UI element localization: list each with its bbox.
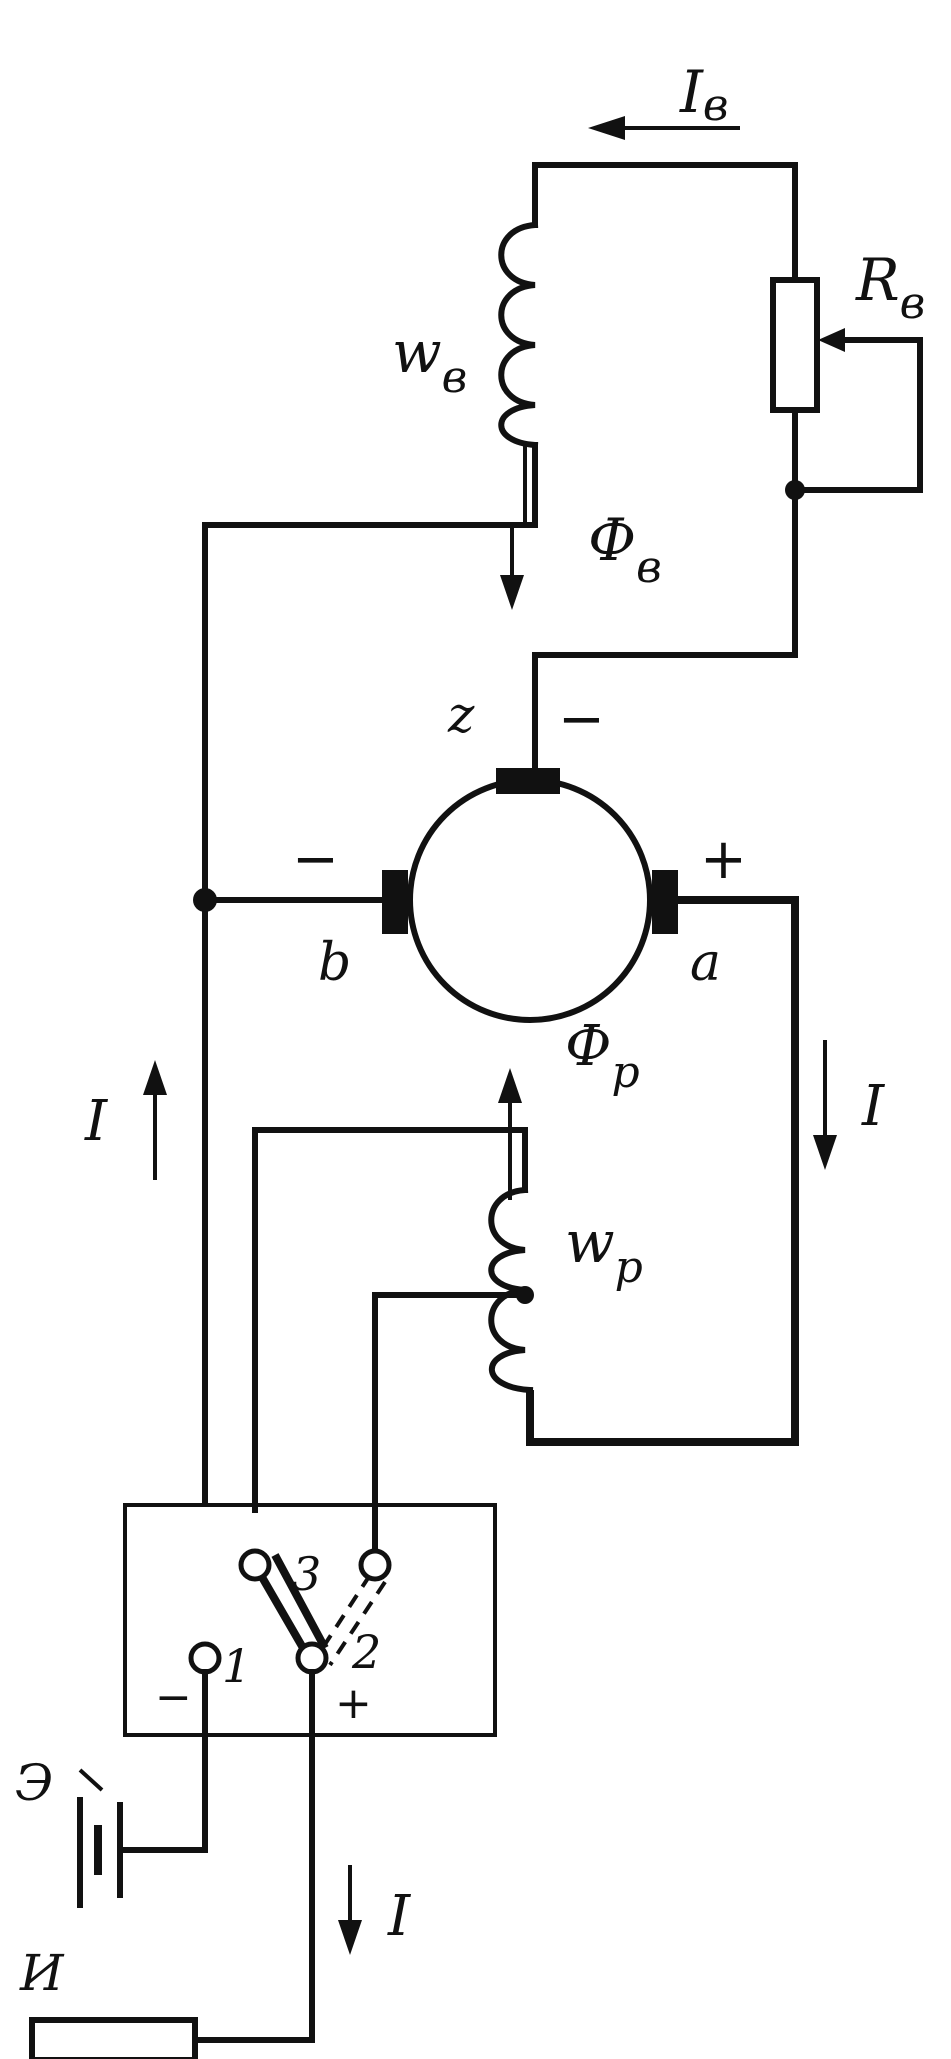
rheostat-junction	[785, 480, 805, 500]
label-right-current: I	[861, 1074, 886, 1139]
field-circuit	[202, 162, 798, 1503]
rheostat-body	[770, 277, 820, 413]
machine	[382, 768, 678, 1023]
left-current-arrow-head	[143, 1060, 167, 1095]
label-field-current: Iв	[679, 58, 729, 131]
field-flux-arrow-head	[500, 575, 524, 610]
label-terminal-1: 1	[222, 1639, 251, 1693]
switch-link-solid-inner	[271, 1553, 329, 1650]
field-winding	[498, 221, 539, 525]
field-rheostat	[770, 277, 923, 500]
label-terminal-3: 3	[292, 1547, 321, 1601]
label-load: И	[19, 1944, 65, 2002]
armature-circle	[407, 777, 653, 1023]
label-field-winding: wв	[392, 318, 467, 403]
right-current-arrow-head	[813, 1135, 837, 1170]
field-flux-arrow	[500, 525, 524, 610]
load-wire	[192, 1669, 315, 2043]
label-brush-z: z	[447, 686, 475, 744]
terminal-3-right	[358, 1548, 392, 1582]
battery	[77, 1669, 208, 1908]
label-battery: Э	[15, 1754, 53, 1812]
rheostat-slider-wire	[792, 337, 923, 493]
switch-link-dashed-inner	[328, 1580, 387, 1667]
label-brush-a-sign: +	[700, 827, 747, 892]
field-current-arrow-head	[588, 116, 625, 140]
label-brush-z-sign: −	[558, 687, 605, 752]
field-current-arrow	[588, 116, 740, 140]
label-field-rheostat: Rв	[855, 246, 925, 329]
label-brush-a: a	[690, 933, 721, 993]
label-left-current: I	[84, 1089, 109, 1154]
switch-link-solid-outer	[251, 1562, 314, 1663]
current-arrows	[143, 1040, 837, 1955]
label-series-winding: wр	[565, 1208, 643, 1293]
label-terminal-2-sign: +	[335, 1678, 372, 1729]
brush-a	[652, 870, 678, 934]
label-brush-b: b	[318, 933, 351, 993]
brush-a-to-winding-wire	[526, 896, 799, 1446]
label-terminal-1-sign: −	[155, 1672, 192, 1723]
winding-tap-dot	[516, 1286, 534, 1304]
terminal-3-left	[238, 1548, 272, 1582]
series-winding	[252, 1127, 534, 1568]
switch-link-dashed-outer	[316, 1573, 372, 1657]
field-top-wire	[532, 162, 798, 283]
label-bottom-current: I	[387, 1884, 412, 1949]
winding-lead-3-wire	[252, 1127, 528, 1513]
left-bus-wire	[202, 442, 538, 1503]
rheostat-slider-arrow	[818, 328, 845, 352]
label-armature-flux: Фр	[565, 1014, 640, 1098]
field-winding-coil	[498, 221, 539, 449]
armature-flux-arrow-head	[498, 1068, 522, 1103]
battery-wire	[117, 1669, 208, 1853]
brush-z	[496, 768, 560, 794]
field-to-brush-z-wire	[532, 407, 798, 773]
terminal-2	[295, 1641, 329, 1675]
armature-flux-arrow	[498, 1068, 522, 1200]
load-body	[29, 2017, 198, 2059]
left-junction	[193, 888, 217, 912]
label-field-flux: Фв	[588, 506, 662, 593]
terminal-1	[188, 1641, 222, 1675]
labels: Iв Rв wв Фв z − − b + a Фр I I wр 3 1 2 …	[15, 58, 925, 2002]
label-terminal-2: 2	[351, 1625, 381, 1679]
label-brush-b-sign: −	[292, 827, 339, 892]
brush-b	[382, 870, 408, 934]
battery-label-leader	[78, 1768, 104, 1792]
bottom-current-arrow-head	[338, 1920, 362, 1955]
winding-tap-wire	[372, 1292, 528, 1568]
